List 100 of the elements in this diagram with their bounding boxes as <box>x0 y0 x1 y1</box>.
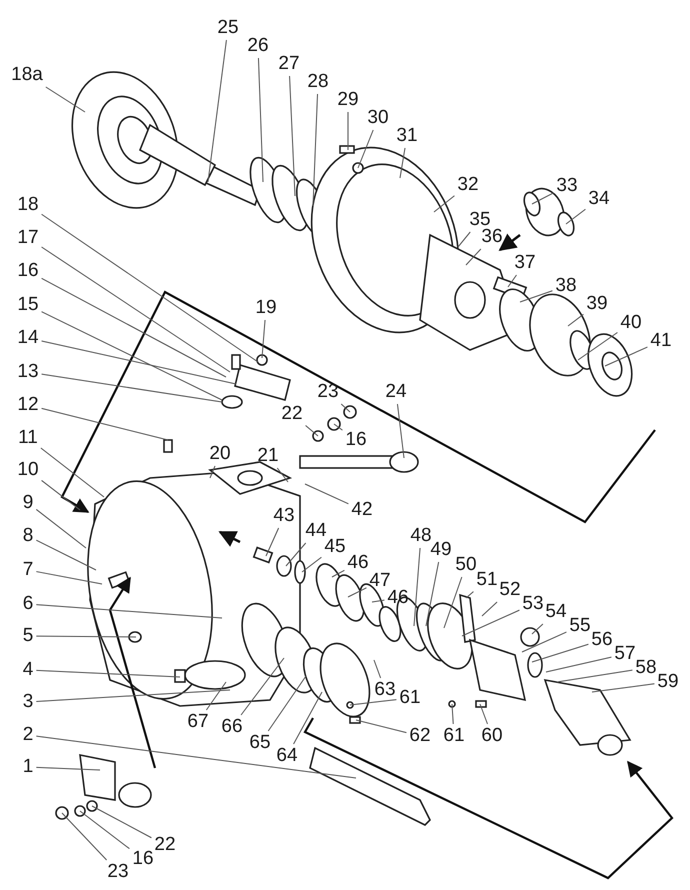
callout-number: 64 <box>275 746 299 766</box>
callout-number: 41 <box>649 331 673 351</box>
leader-line <box>568 314 584 326</box>
callout-number: 61 <box>398 688 422 708</box>
callout-number: 8 <box>22 526 34 546</box>
leader-line <box>452 704 454 724</box>
callout-number: 11 <box>17 428 39 448</box>
leader-line <box>414 548 421 626</box>
callout-number: 52 <box>498 580 522 600</box>
callout-number: 18 <box>16 195 40 215</box>
callout-number: 50 <box>454 555 478 575</box>
leader-line <box>372 600 385 602</box>
callout-number: 6 <box>22 594 34 614</box>
leader-line <box>532 624 544 634</box>
leader-line <box>480 704 488 724</box>
leader-line <box>426 562 440 626</box>
callout-number: 65 <box>248 733 272 753</box>
callout-number: 5 <box>22 626 34 646</box>
leader-line <box>41 480 80 510</box>
leader-line <box>276 468 288 482</box>
leader-line <box>36 766 100 770</box>
callout-number: 59 <box>656 672 680 692</box>
leader-line <box>578 332 618 360</box>
callout-number: 17 <box>16 228 40 248</box>
leader-line <box>41 311 222 400</box>
leader-line <box>210 466 216 478</box>
leader-line <box>36 571 102 584</box>
callout-number: 55 <box>568 616 592 636</box>
leader-line <box>358 130 374 168</box>
leader-line <box>36 690 230 702</box>
leader-line <box>312 94 318 206</box>
leader-line <box>508 274 517 288</box>
callout-number: 3 <box>22 692 34 712</box>
leader-line <box>36 670 180 678</box>
callout-number: 46 <box>386 588 410 608</box>
callout-number: 9 <box>22 493 34 513</box>
callout-number: 31 <box>395 126 419 146</box>
leader-line <box>41 408 168 440</box>
leader-line <box>532 192 554 204</box>
leader-line <box>305 424 318 436</box>
leader-line <box>36 508 86 548</box>
leader-line <box>40 448 104 498</box>
leader-line <box>400 148 406 178</box>
callout-number: 4 <box>22 660 34 680</box>
leader-line <box>62 812 108 860</box>
callout-number: 58 <box>634 658 658 678</box>
callout-number: 10 <box>16 460 40 480</box>
callout-number: 34 <box>587 189 611 209</box>
leader-line <box>262 320 266 358</box>
leader-line <box>80 810 130 850</box>
leader-line <box>374 660 382 678</box>
callout-number: 53 <box>521 594 545 614</box>
callout-number: 21 <box>256 446 280 466</box>
callout-number: 47 <box>368 571 392 591</box>
callout-number: 38 <box>554 276 578 296</box>
callout-number: 26 <box>246 36 270 56</box>
callout-number: 23 <box>316 382 340 402</box>
leader-line <box>45 86 86 112</box>
leader-line <box>522 632 567 652</box>
leader-line <box>208 40 227 182</box>
callout-number: 14 <box>16 328 40 348</box>
leader-line <box>458 232 471 248</box>
callout-number: 56 <box>590 630 614 650</box>
callout-number: 66 <box>220 717 244 737</box>
leader-line <box>289 76 296 196</box>
callout-number: 20 <box>208 444 232 464</box>
callout-number: 1 <box>22 757 34 777</box>
leader-line <box>41 374 222 402</box>
leader-line <box>532 644 589 662</box>
leader-line <box>334 424 343 431</box>
leader-line <box>41 340 236 384</box>
callout-number: 22 <box>153 835 177 855</box>
leader-line <box>36 636 136 638</box>
callout-number: 29 <box>336 90 360 110</box>
leader-line <box>396 404 404 458</box>
leader-line <box>293 692 322 744</box>
leader-line <box>41 278 226 378</box>
callout-number: 12 <box>16 395 40 415</box>
leader-line <box>350 699 397 706</box>
callout-number: 32 <box>456 175 480 195</box>
callout-number: 16 <box>131 849 155 869</box>
leader-line <box>266 528 280 556</box>
callout-number: 24 <box>384 382 408 402</box>
leader-line <box>482 602 498 616</box>
callout-number: 27 <box>277 54 301 74</box>
leader-line <box>462 610 520 636</box>
callout-number: 2 <box>22 725 34 745</box>
callout-number: 13 <box>16 362 40 382</box>
callout-number: 43 <box>272 506 296 526</box>
callout-number: 54 <box>544 602 568 622</box>
callout-number: 35 <box>468 210 492 230</box>
leader-line <box>592 683 655 692</box>
leader-line <box>36 736 356 778</box>
callout-number: 23 <box>106 862 130 882</box>
callout-number: 16 <box>344 430 368 450</box>
callout-number: 7 <box>22 560 34 580</box>
callout-number: 37 <box>513 253 537 273</box>
callout-number: 36 <box>480 227 504 247</box>
callout-number: 63 <box>373 680 397 700</box>
callout-number: 15 <box>16 295 40 315</box>
